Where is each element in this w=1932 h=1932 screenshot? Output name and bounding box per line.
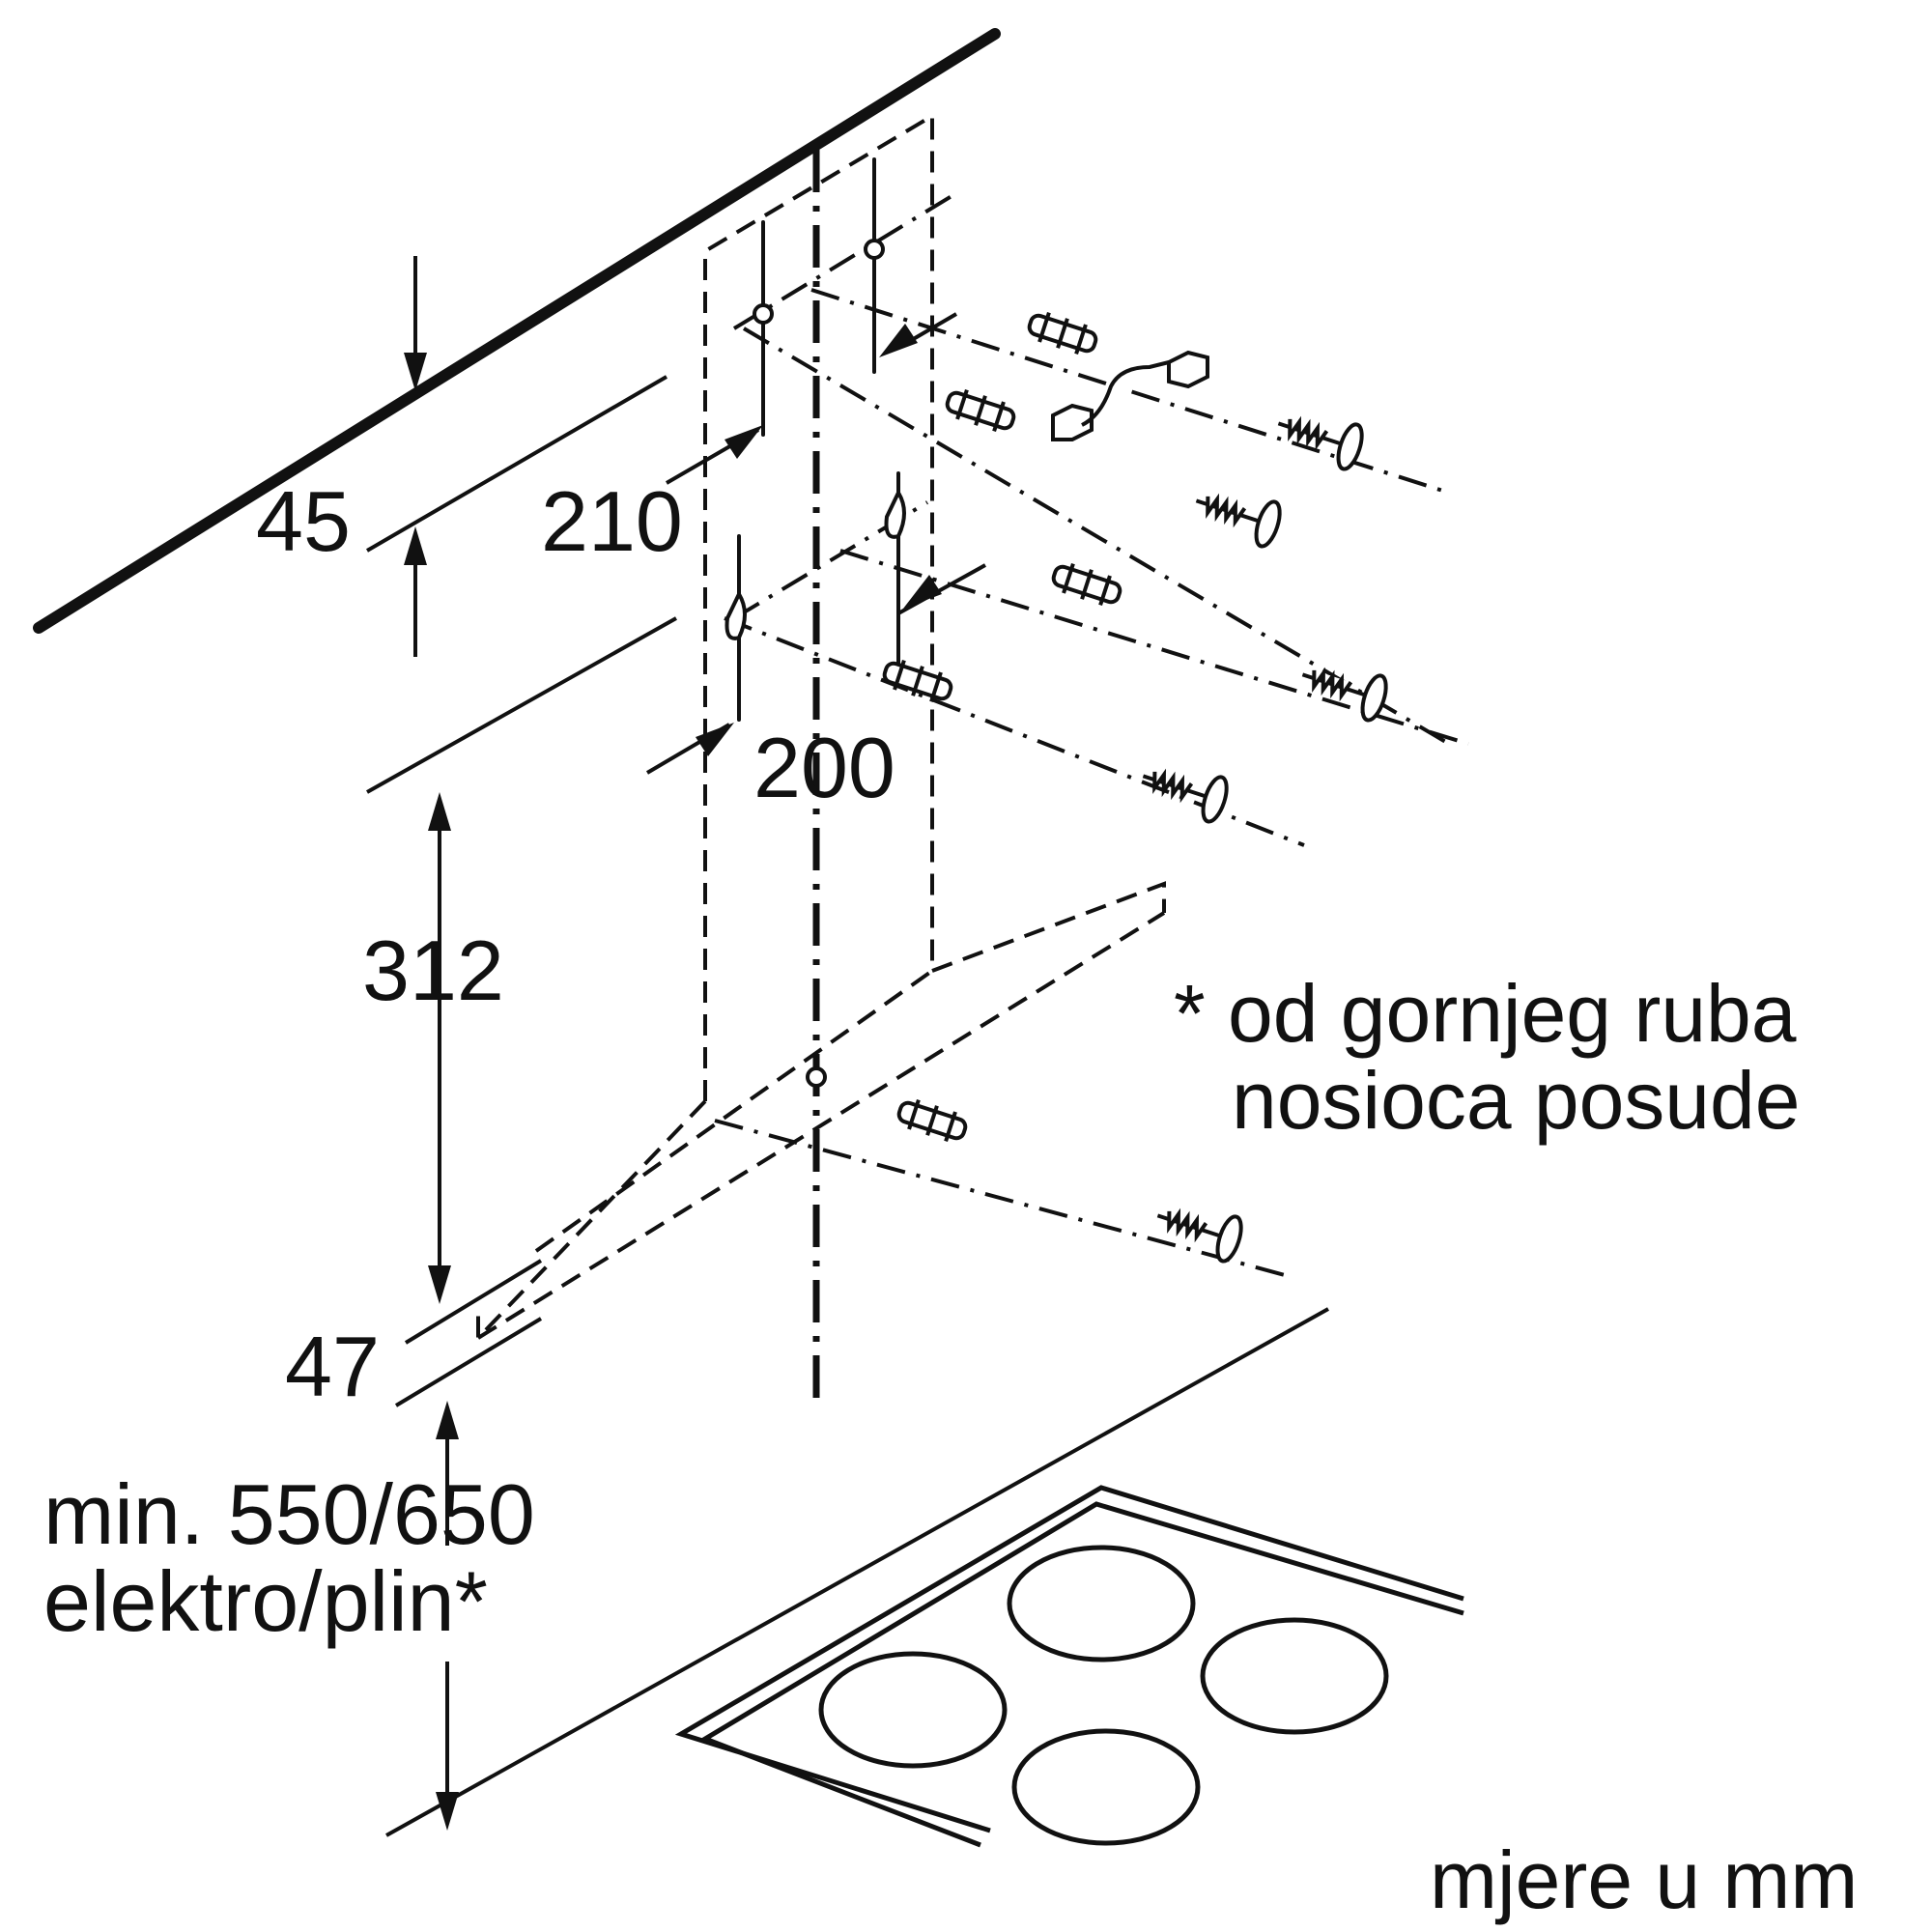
dimension-arrows	[404, 324, 942, 1831]
dim-312: 312	[362, 923, 504, 1018]
hood-chimney-outline	[476, 112, 1166, 1343]
units-note: mjere u mm	[1430, 1834, 1858, 1925]
screw-icon	[1301, 667, 1388, 723]
screw-icon	[1142, 768, 1229, 824]
dim-210: 210	[541, 473, 683, 569]
screws	[1142, 415, 1388, 1264]
footnote-line-2: nosioca posude	[1232, 1055, 1800, 1146]
ceiling-line	[33, 28, 1001, 634]
dim-200: 200	[753, 720, 895, 815]
footnote-line-1: * od gornjeg ruba	[1174, 968, 1797, 1059]
wall-plug-icon	[1051, 562, 1122, 607]
wall-plug-icon	[882, 659, 953, 703]
wall-plug-icon	[945, 388, 1016, 433]
screw-icon	[1195, 493, 1282, 549]
screw-icon	[1156, 1208, 1243, 1264]
mounting-bracket-icon	[1051, 350, 1209, 441]
dim-47: 47	[285, 1319, 380, 1414]
mounting-holes	[724, 239, 906, 1088]
wall-plug-icon	[1027, 311, 1098, 355]
min-distance-type-label: elektro/plin*	[43, 1553, 488, 1649]
wall-plug-icon	[896, 1098, 968, 1143]
cooktop-icon	[674, 1485, 1464, 1848]
dim-45: 45	[256, 473, 351, 569]
wall-plugs	[882, 311, 1122, 1143]
min-distance-label: min. 550/650	[43, 1466, 535, 1562]
screw-icon	[1277, 415, 1364, 471]
